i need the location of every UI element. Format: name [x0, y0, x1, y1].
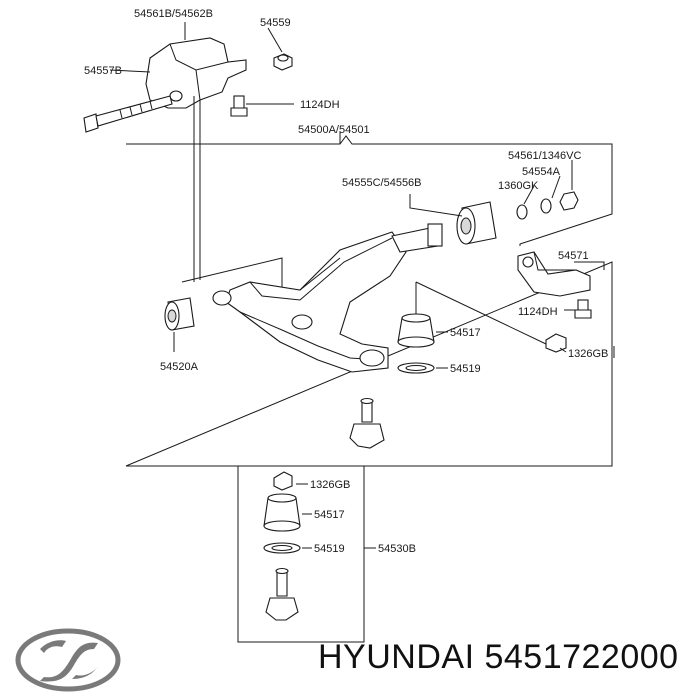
label-bracket: 54561B/54562B — [134, 8, 213, 20]
label-washer-b: 1360GK — [498, 180, 539, 192]
nut-box — [273, 471, 293, 491]
label-boot-mid: 54517 — [450, 327, 481, 339]
label-balljoint-assy: 54530B — [378, 543, 416, 555]
label-bolt-small-right: 1124DH — [518, 306, 558, 318]
upper-bracket — [145, 37, 247, 109]
ball-joint-box — [265, 567, 299, 621]
hyundai-logo-icon — [15, 628, 121, 692]
ring-box — [263, 542, 301, 554]
label-nut-right: 1326GB — [568, 348, 608, 360]
label-ring-box: 54519 — [314, 543, 345, 555]
dust-boot-box — [263, 493, 301, 532]
label-washer-a: 54554A — [522, 166, 561, 178]
stabilizer-clamp — [517, 251, 591, 297]
ring-mid — [397, 362, 435, 374]
label-clamp: 54571 — [558, 250, 589, 262]
ball-joint-mid — [349, 397, 385, 449]
label-bolt-small-top: 1124DH — [300, 99, 340, 111]
bolt-small-right — [574, 299, 592, 319]
dust-boot-mid — [397, 313, 435, 348]
label-nut-top: 54559 — [260, 17, 291, 29]
label-nut-box: 1326GB — [310, 479, 350, 491]
bolt-left — [83, 95, 173, 133]
brand-part-number: HYUNDAI 5451722000 — [318, 638, 679, 676]
label-arm-assy: 54500A/54501 — [298, 124, 370, 136]
label-bushing-rear: 54555C/54556B — [342, 177, 422, 189]
label-stack-nuts: 54561/1346VC — [508, 150, 581, 162]
bolt-small-top — [230, 95, 248, 117]
balljoint-box — [237, 465, 365, 643]
nut-top — [273, 53, 293, 71]
label-bolt-left: 54557B — [84, 65, 122, 77]
nut-right — [545, 333, 567, 353]
label-bushing-front: 54520A — [160, 361, 199, 373]
lower-control-arm — [212, 223, 443, 373]
label-boot-box: 54517 — [314, 509, 345, 521]
front-bushing — [164, 297, 195, 331]
label-ring-mid: 54519 — [450, 363, 481, 375]
rear-bushing — [456, 201, 497, 245]
washer-stack — [516, 191, 579, 220]
